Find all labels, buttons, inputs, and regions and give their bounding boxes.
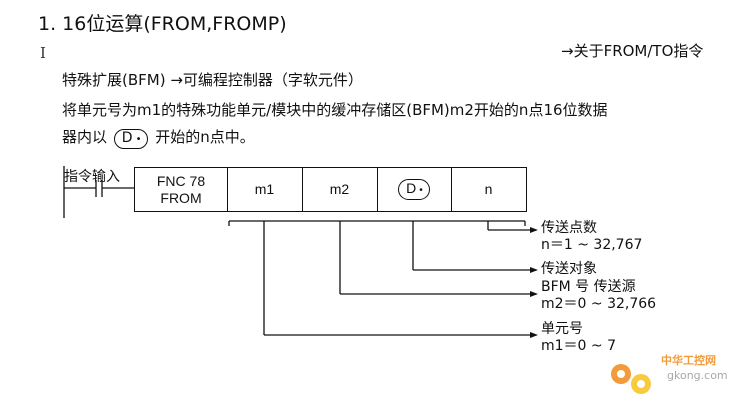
operand-d-cell: D• [377,167,452,212]
fnc-cell: FNC 78 FROM [134,167,228,212]
operand-d-letter: D [406,180,417,196]
annotation-d-title: 传送对象 [541,261,597,277]
operand-dot-icon: • [419,185,423,196]
operand-n-cell: n [451,167,527,212]
page-title: 1. 16位运算(FROM,FROMP) [38,13,287,35]
description-line-2: 器内以 D• 开始的n点中。 [62,126,255,149]
arrow-m1-icon [530,332,538,338]
annotation-n-range: n＝1 ~ 32,767 [541,237,643,253]
fnc-number: FNC 78 [156,172,206,189]
arrow-d-icon [530,267,538,273]
annotation-n: 传送点数 n＝1 ~ 32,767 [541,220,642,254]
operand-m2-cell: m2 [302,167,378,212]
operand-d-symbol: D• [398,179,430,200]
arrow-m2-icon [530,291,538,297]
operand-d-symbol: D• [113,129,149,149]
annotation-m1-title: 单元号 [541,321,583,337]
operand-m1: m1 [254,181,275,197]
section-subtitle: 特殊扩展(BFM) →可编程控制器（字软元件） [62,71,363,89]
annotation-m2-range: m2＝0 ~ 32,766 [541,296,657,312]
annotation-m2-title: BFM 号 传送源 [541,279,636,295]
reference-link[interactable]: →关于FROM/TO指令 [561,42,704,60]
watermark-cn: 中华工控网 [661,353,716,367]
text-cursor-icon: I [40,44,46,62]
description-line-1: 将单元号为m1的特殊功能单元/模块中的缓冲存储区(BFM)m2开始的n点16位数… [62,101,608,119]
annotation-n-title: 传送点数 [541,220,597,236]
annotation-m1-range: m1＝0 ~ 7 [541,338,616,354]
arrow-n-icon [530,227,538,233]
contact-label: 指令输入 [64,169,120,185]
gkong-watermark-logo: 中华工控网 gkong.com [611,353,728,394]
description-text: 器内以 [62,128,108,146]
operand-dot-icon: • [135,134,142,145]
fnc-name: FROM [160,189,202,206]
description-text: 开始的n点中。 [155,128,255,146]
operand-n: n [484,181,493,197]
operand-m2: m2 [329,181,350,197]
operand-m1-cell: m1 [227,167,303,212]
annotation-d: 传送对象 [541,261,597,278]
watermark-url: gkong.com [667,369,728,382]
operand-d-letter: D [121,130,133,146]
annotation-m1: 单元号 m1＝0 ~ 7 [541,321,616,355]
annotation-m2: BFM 号 传送源 m2＝0 ~ 32,766 [541,279,656,313]
